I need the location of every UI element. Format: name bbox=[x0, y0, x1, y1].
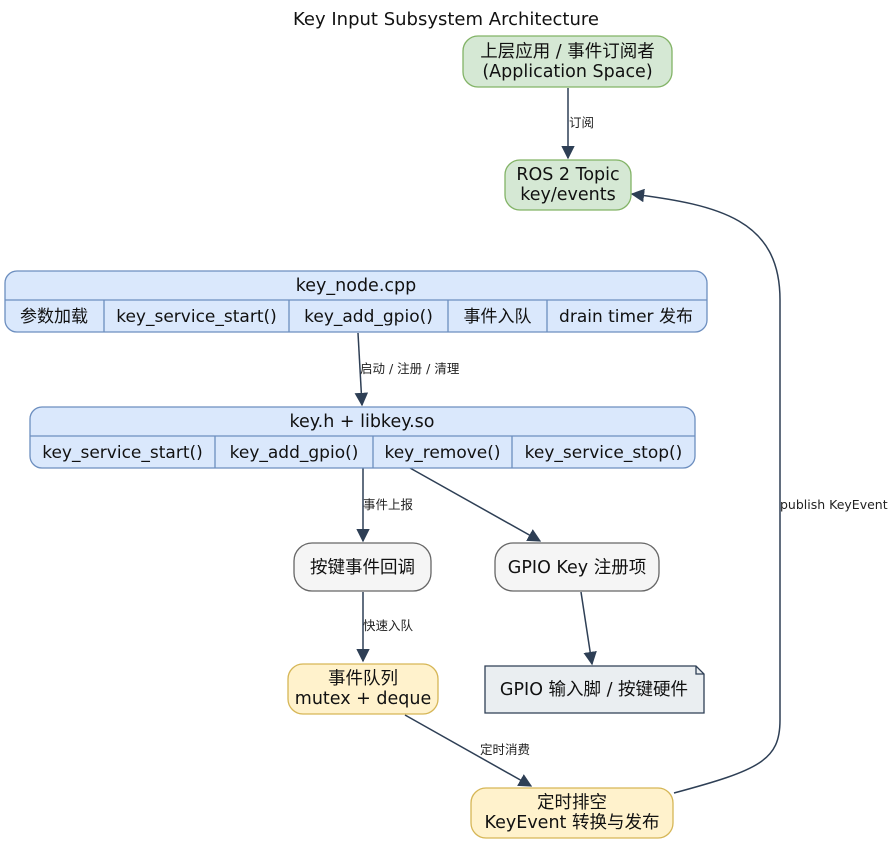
libkey-cell: key_service_stop() bbox=[525, 443, 683, 463]
node-gpio-hardware-label: GPIO 输入脚 / 按键硬件 bbox=[500, 680, 688, 700]
libkey-cell: key_service_start() bbox=[42, 443, 203, 463]
edge-label-publish: publish KeyEvent bbox=[780, 497, 888, 512]
node-drain-timer-line2: KeyEvent 转换与发布 bbox=[485, 813, 660, 833]
edge-gpio-hw bbox=[580, 591, 597, 666]
key-node-cell: key_add_gpio() bbox=[304, 307, 433, 327]
node-key-callback-label: 按键事件回调 bbox=[310, 558, 415, 578]
edges: 订阅 启动 / 注册 / 清理 事件上报 快速入队 定时消费 publish K… bbox=[354, 88, 888, 794]
node-application-line2: (Application Space) bbox=[482, 62, 652, 82]
edge-label-report: 事件上报 bbox=[363, 497, 414, 512]
node-event-queue-line2: mutex + deque bbox=[295, 689, 431, 709]
key-node-cell: 参数加载 bbox=[20, 307, 88, 327]
key-node-cell: drain timer 发布 bbox=[559, 307, 693, 327]
node-key-node-header: key_node.cpp bbox=[296, 276, 416, 296]
key-node-cell: key_service_start() bbox=[116, 307, 277, 327]
node-libkey: key.h + libkey.so key_service_start() ke… bbox=[29, 406, 696, 469]
libkey-cell: key_add_gpio() bbox=[230, 443, 359, 463]
edge-consume bbox=[404, 714, 533, 787]
node-ros2-topic-line2: key/events bbox=[520, 185, 616, 205]
edge-label-subscribe: 订阅 bbox=[569, 115, 594, 130]
edge-label-start-register: 启动 / 注册 / 清理 bbox=[360, 361, 460, 376]
edge-label-enqueue: 快速入队 bbox=[363, 618, 414, 633]
node-gpio-hardware: GPIO 输入脚 / 按键硬件 bbox=[484, 665, 705, 714]
edge-publish bbox=[630, 188, 781, 794]
node-event-queue: 事件队列 mutex + deque bbox=[287, 663, 439, 715]
edge-register-item bbox=[409, 467, 542, 542]
node-application: 上层应用 / 事件订阅者 (Application Space) bbox=[462, 35, 673, 88]
node-ros2-topic-line1: ROS 2 Topic bbox=[516, 165, 619, 185]
libkey-cell: key_remove() bbox=[384, 443, 500, 463]
node-key-callback: 按键事件回调 bbox=[293, 542, 432, 592]
key-node-cell: 事件入队 bbox=[464, 307, 532, 327]
edge-start-register bbox=[354, 332, 369, 407]
node-drain-timer: 定时排空 KeyEvent 转换与发布 bbox=[470, 787, 674, 839]
node-libkey-header: key.h + libkey.so bbox=[290, 412, 435, 432]
node-key-node: key_node.cpp 参数加载 key_service_start() ke… bbox=[4, 270, 708, 333]
diagram-title: Key Input Subsystem Architecture bbox=[293, 9, 599, 30]
node-gpio-key-item-label: GPIO Key 注册项 bbox=[508, 558, 646, 578]
node-event-queue-line1: 事件队列 bbox=[328, 669, 398, 689]
node-ros2-topic: ROS 2 Topic key/events bbox=[504, 159, 632, 211]
node-gpio-key-item: GPIO Key 注册项 bbox=[494, 542, 660, 592]
node-drain-timer-line1: 定时排空 bbox=[537, 793, 607, 813]
edge-label-consume: 定时消费 bbox=[480, 742, 530, 757]
node-application-line1: 上层应用 / 事件订阅者 bbox=[480, 42, 655, 62]
